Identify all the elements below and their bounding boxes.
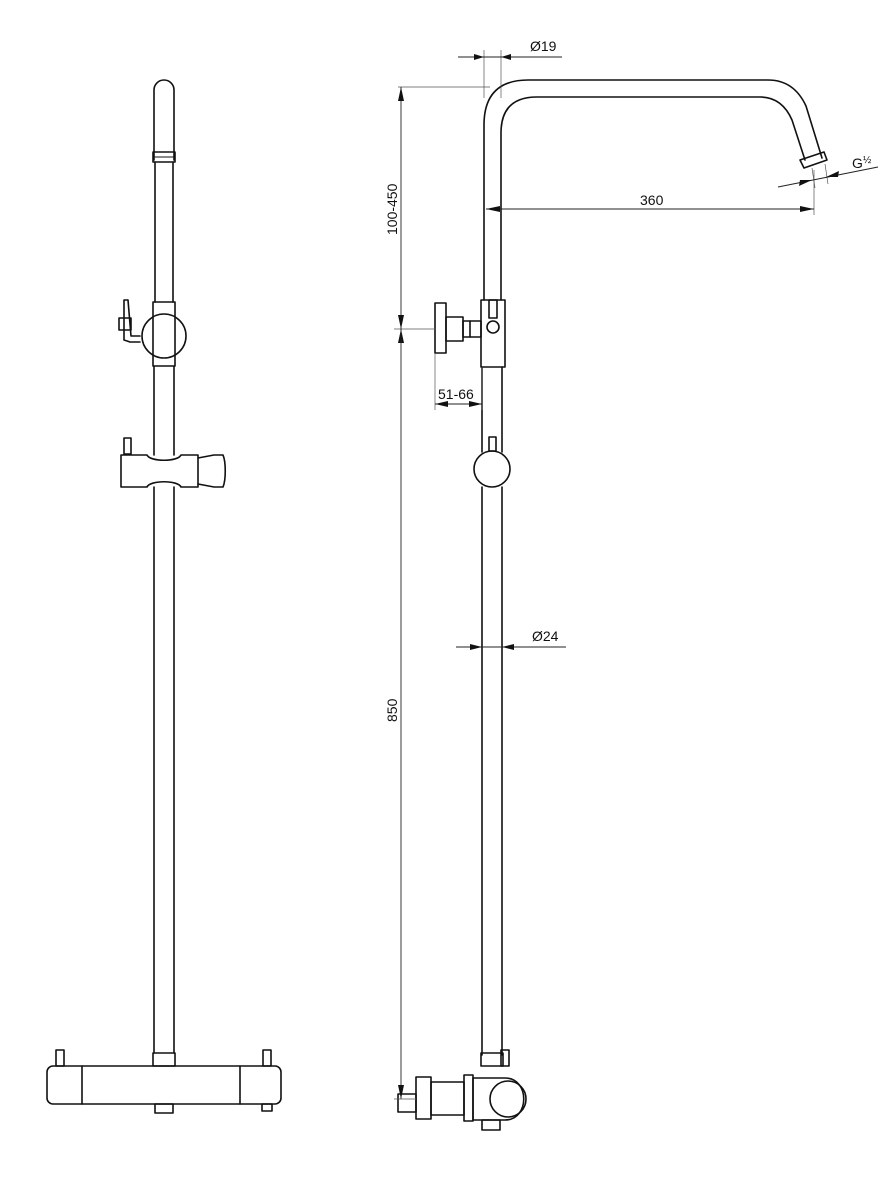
side-arm-nozzle xyxy=(799,151,828,169)
side-diverter-knob xyxy=(434,302,447,354)
front-upper-rail xyxy=(154,161,174,303)
side-slider-knob xyxy=(473,450,511,488)
front-lower-rail xyxy=(153,486,175,1054)
side-outlet-body xyxy=(472,1077,525,1121)
dimensions: Ø19 360 G ½ 100-450 51-66 Ø24 xyxy=(384,38,879,1100)
side-wall-flange xyxy=(430,1081,465,1116)
dim-rail-diameter: Ø24 xyxy=(532,628,559,644)
side-lower-rail xyxy=(481,486,503,1056)
side-diverter-lever xyxy=(488,299,498,319)
side-diverter-pivot xyxy=(486,320,500,334)
front-middle-rail xyxy=(153,365,175,456)
front-diverter-knob xyxy=(141,313,187,359)
dim-thread: G xyxy=(852,155,863,171)
side-shower-arm-inner xyxy=(500,96,806,301)
side-wall-stub xyxy=(415,1076,432,1120)
side-shower-arm xyxy=(483,79,823,301)
front-thermostat-outlet xyxy=(154,1103,174,1114)
side-middle-rail xyxy=(481,366,503,453)
front-view xyxy=(46,79,282,1114)
side-outlet-lever xyxy=(500,1049,510,1067)
side-nut-1 xyxy=(463,1074,474,1122)
front-diverter-lever-icon xyxy=(123,299,141,343)
front-slider-cradle xyxy=(197,454,227,488)
side-knob-neck xyxy=(445,316,464,342)
dim-wall-offset: 51-66 xyxy=(438,386,474,402)
front-upper-pipe xyxy=(153,79,175,161)
side-outlet-knob xyxy=(489,1080,527,1118)
side-rail-nut xyxy=(480,1052,504,1067)
dim-arm-length: 360 xyxy=(640,192,664,208)
dim-thread-fraction: ½ xyxy=(863,155,872,166)
front-thermostat-pin-right xyxy=(262,1049,272,1067)
dim-pipe-diameter-top: Ø19 xyxy=(530,38,557,54)
front-lever-cap xyxy=(118,317,132,331)
dim-rail-height: 850 xyxy=(384,698,400,722)
front-slider-lever xyxy=(123,437,132,455)
side-outlet-bottom xyxy=(481,1119,501,1131)
side-slider-lever xyxy=(488,436,497,452)
front-thermostat-endcap xyxy=(261,1103,273,1112)
side-view xyxy=(397,79,828,1131)
dim-head-height: 100-450 xyxy=(384,183,400,235)
front-slider-body xyxy=(120,454,199,488)
front-thermostat-pin-left xyxy=(55,1049,65,1067)
front-diverter-body xyxy=(152,301,176,367)
front-rail-nut xyxy=(152,1052,176,1067)
side-inlet-pipe xyxy=(397,1093,417,1113)
side-diverter-stem xyxy=(462,320,482,338)
